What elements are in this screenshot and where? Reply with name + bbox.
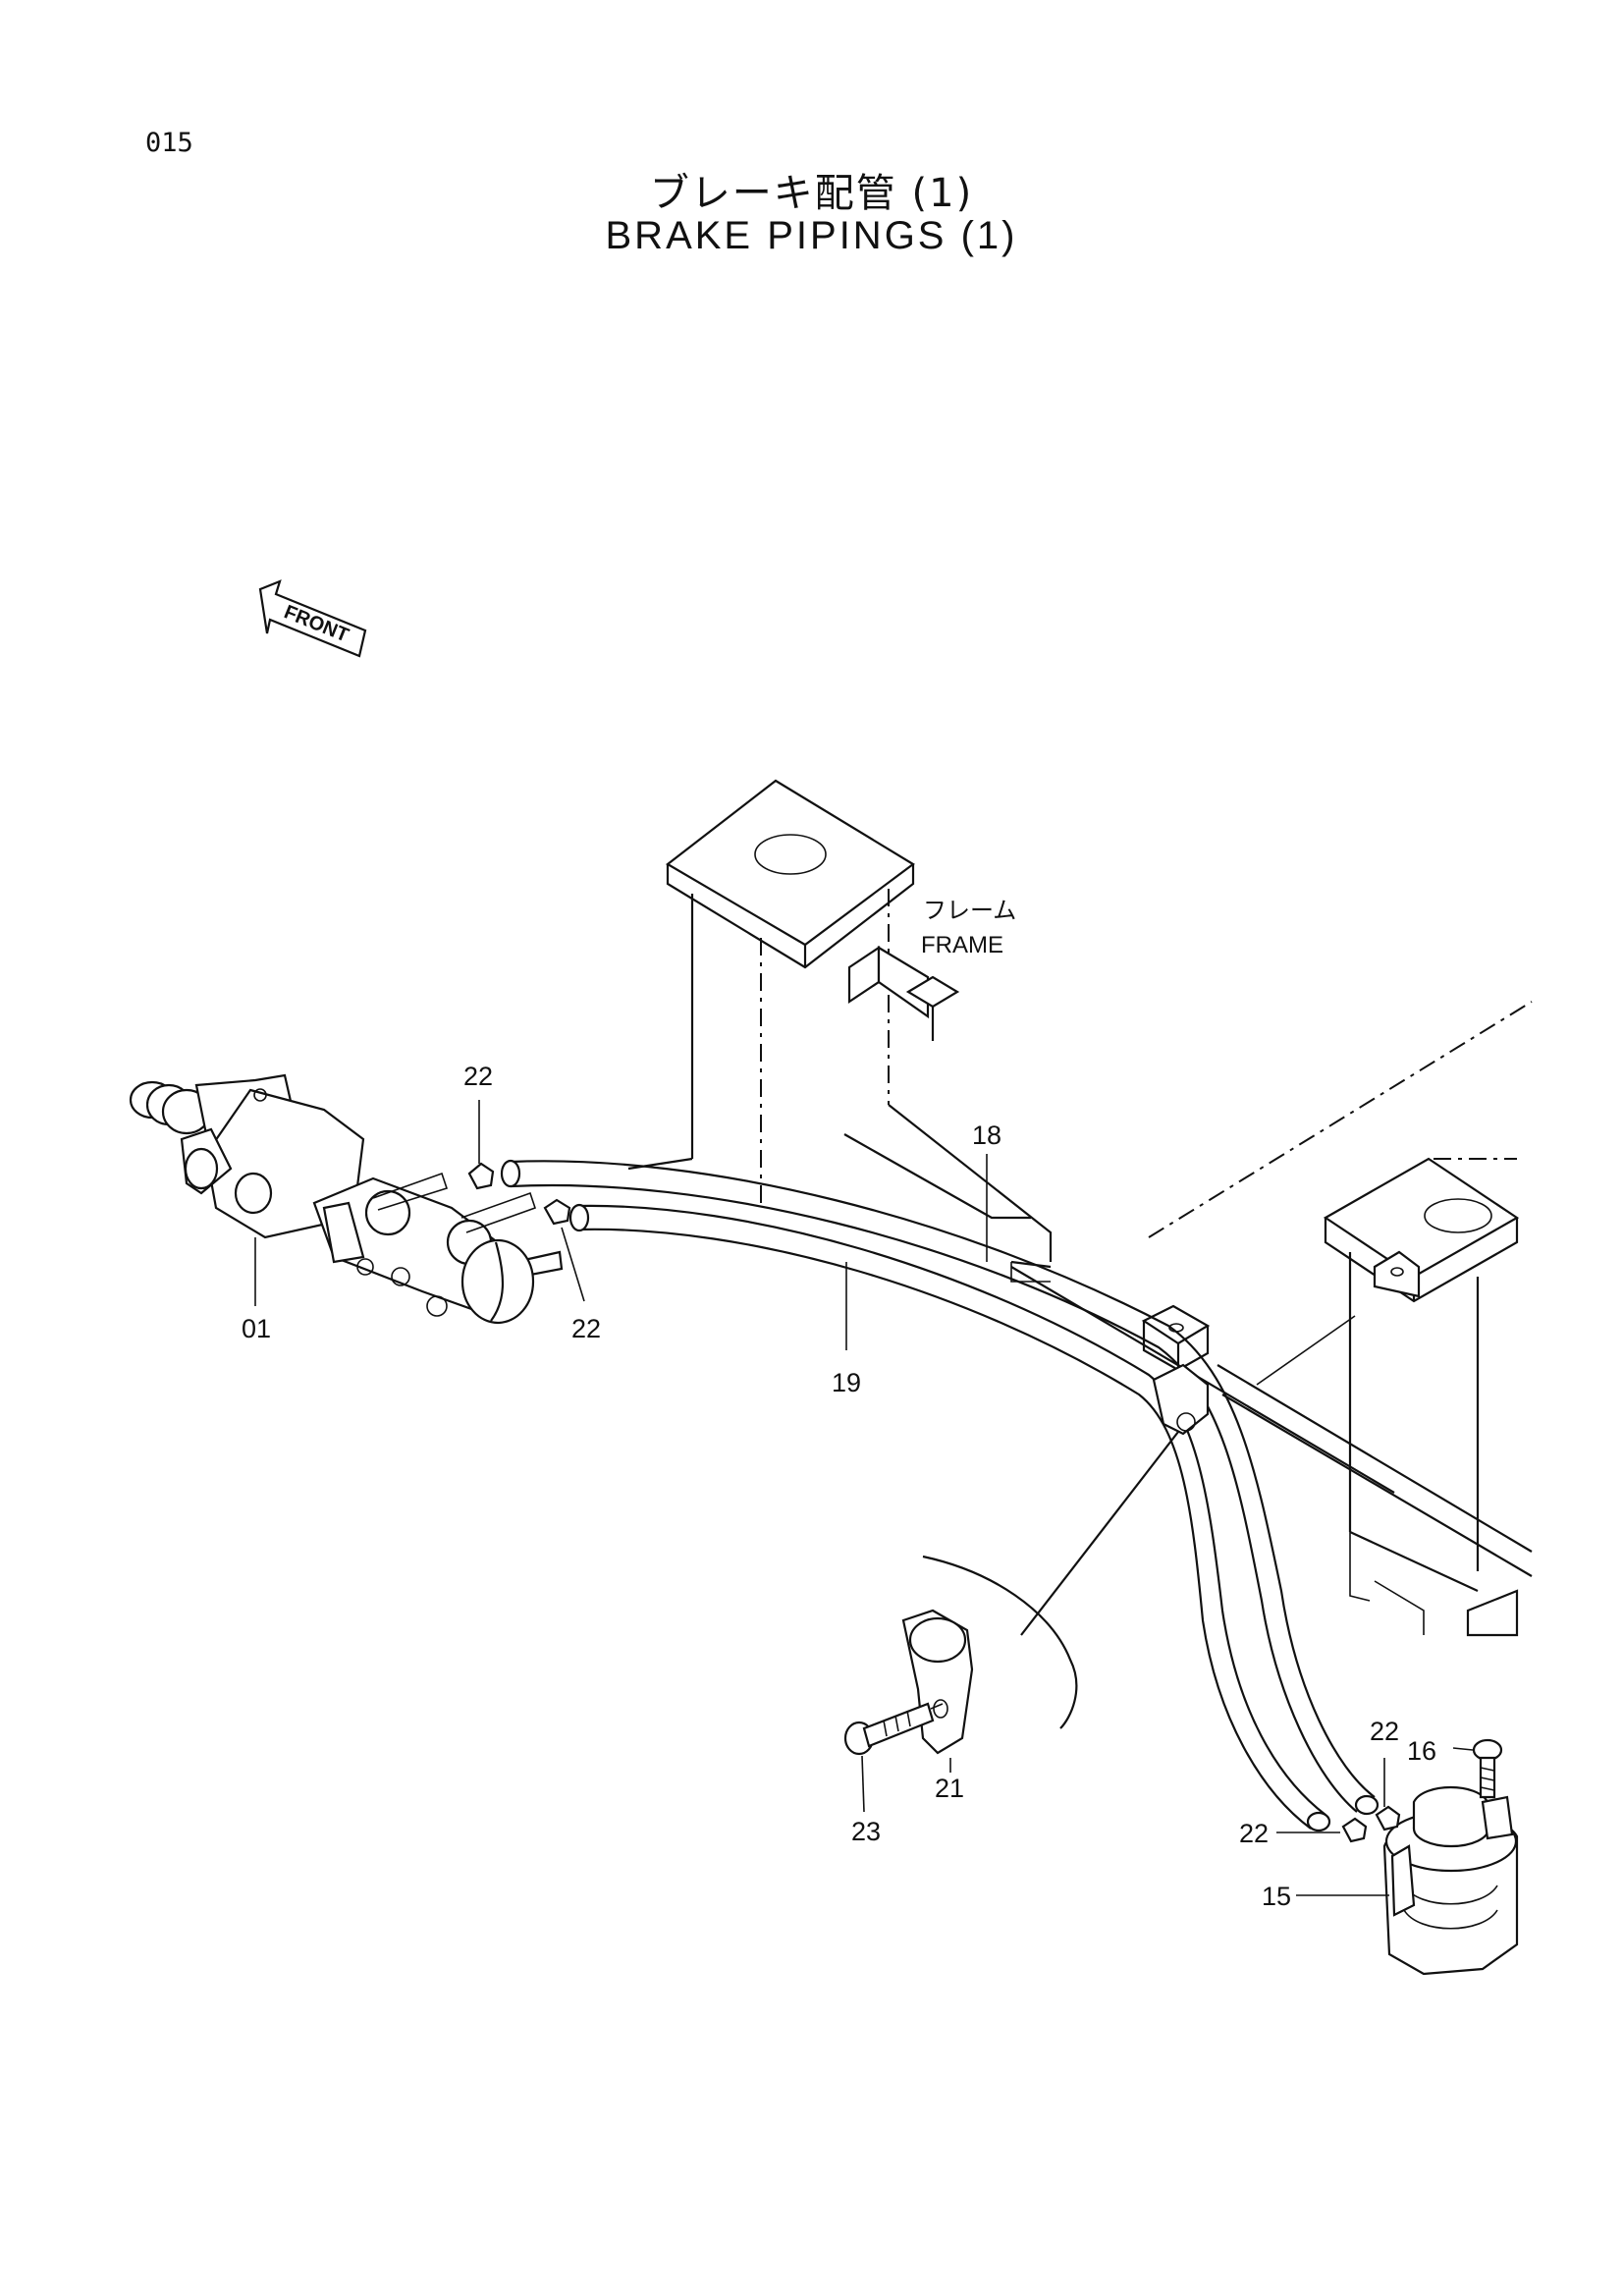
front-arrow-label: FRONT bbox=[281, 601, 352, 646]
callout-15: 15 bbox=[1262, 1882, 1291, 1911]
callout-01: 01 bbox=[242, 1314, 271, 1343]
detail-view-bracket bbox=[922, 1555, 1078, 1729]
right-frame-column bbox=[1256, 1157, 1520, 1637]
bolt-part-16 bbox=[1472, 1738, 1503, 1799]
fitting-22-upper bbox=[467, 1162, 571, 1226]
title-japanese: ブレーキ配管 (1) bbox=[649, 171, 974, 216]
callout-22-lower-a: 22 bbox=[1370, 1717, 1399, 1746]
front-arrow-icon: FRONT bbox=[258, 579, 367, 658]
callout-23: 23 bbox=[851, 1817, 881, 1846]
clip-part-21 bbox=[901, 1609, 974, 1755]
callout-21: 21 bbox=[935, 1774, 964, 1803]
pipe-clamp bbox=[1020, 1363, 1210, 1636]
callout-18: 18 bbox=[972, 1121, 1001, 1150]
callout-22-upper-b: 22 bbox=[571, 1314, 601, 1343]
brake-reservoir-tank bbox=[1382, 1785, 1519, 1976]
callout-16: 16 bbox=[1407, 1736, 1436, 1766]
brake-master-cylinder bbox=[129, 1073, 564, 1325]
callout-19: 19 bbox=[832, 1368, 861, 1397]
frame-label-english: FRAME bbox=[921, 932, 1003, 958]
fitting-22-lower bbox=[1341, 1805, 1401, 1843]
title-english: BRAKE PIPINGS (1) bbox=[605, 214, 1018, 257]
callout-22-lower-b: 22 bbox=[1239, 1819, 1269, 1848]
callout-22-upper-a: 22 bbox=[463, 1062, 493, 1091]
page-number: 015 bbox=[145, 128, 193, 158]
frame-label-japanese: フレーム bbox=[923, 898, 1016, 924]
bolt-part-23 bbox=[843, 1702, 944, 1756]
leader-lines bbox=[254, 1100, 1474, 1896]
